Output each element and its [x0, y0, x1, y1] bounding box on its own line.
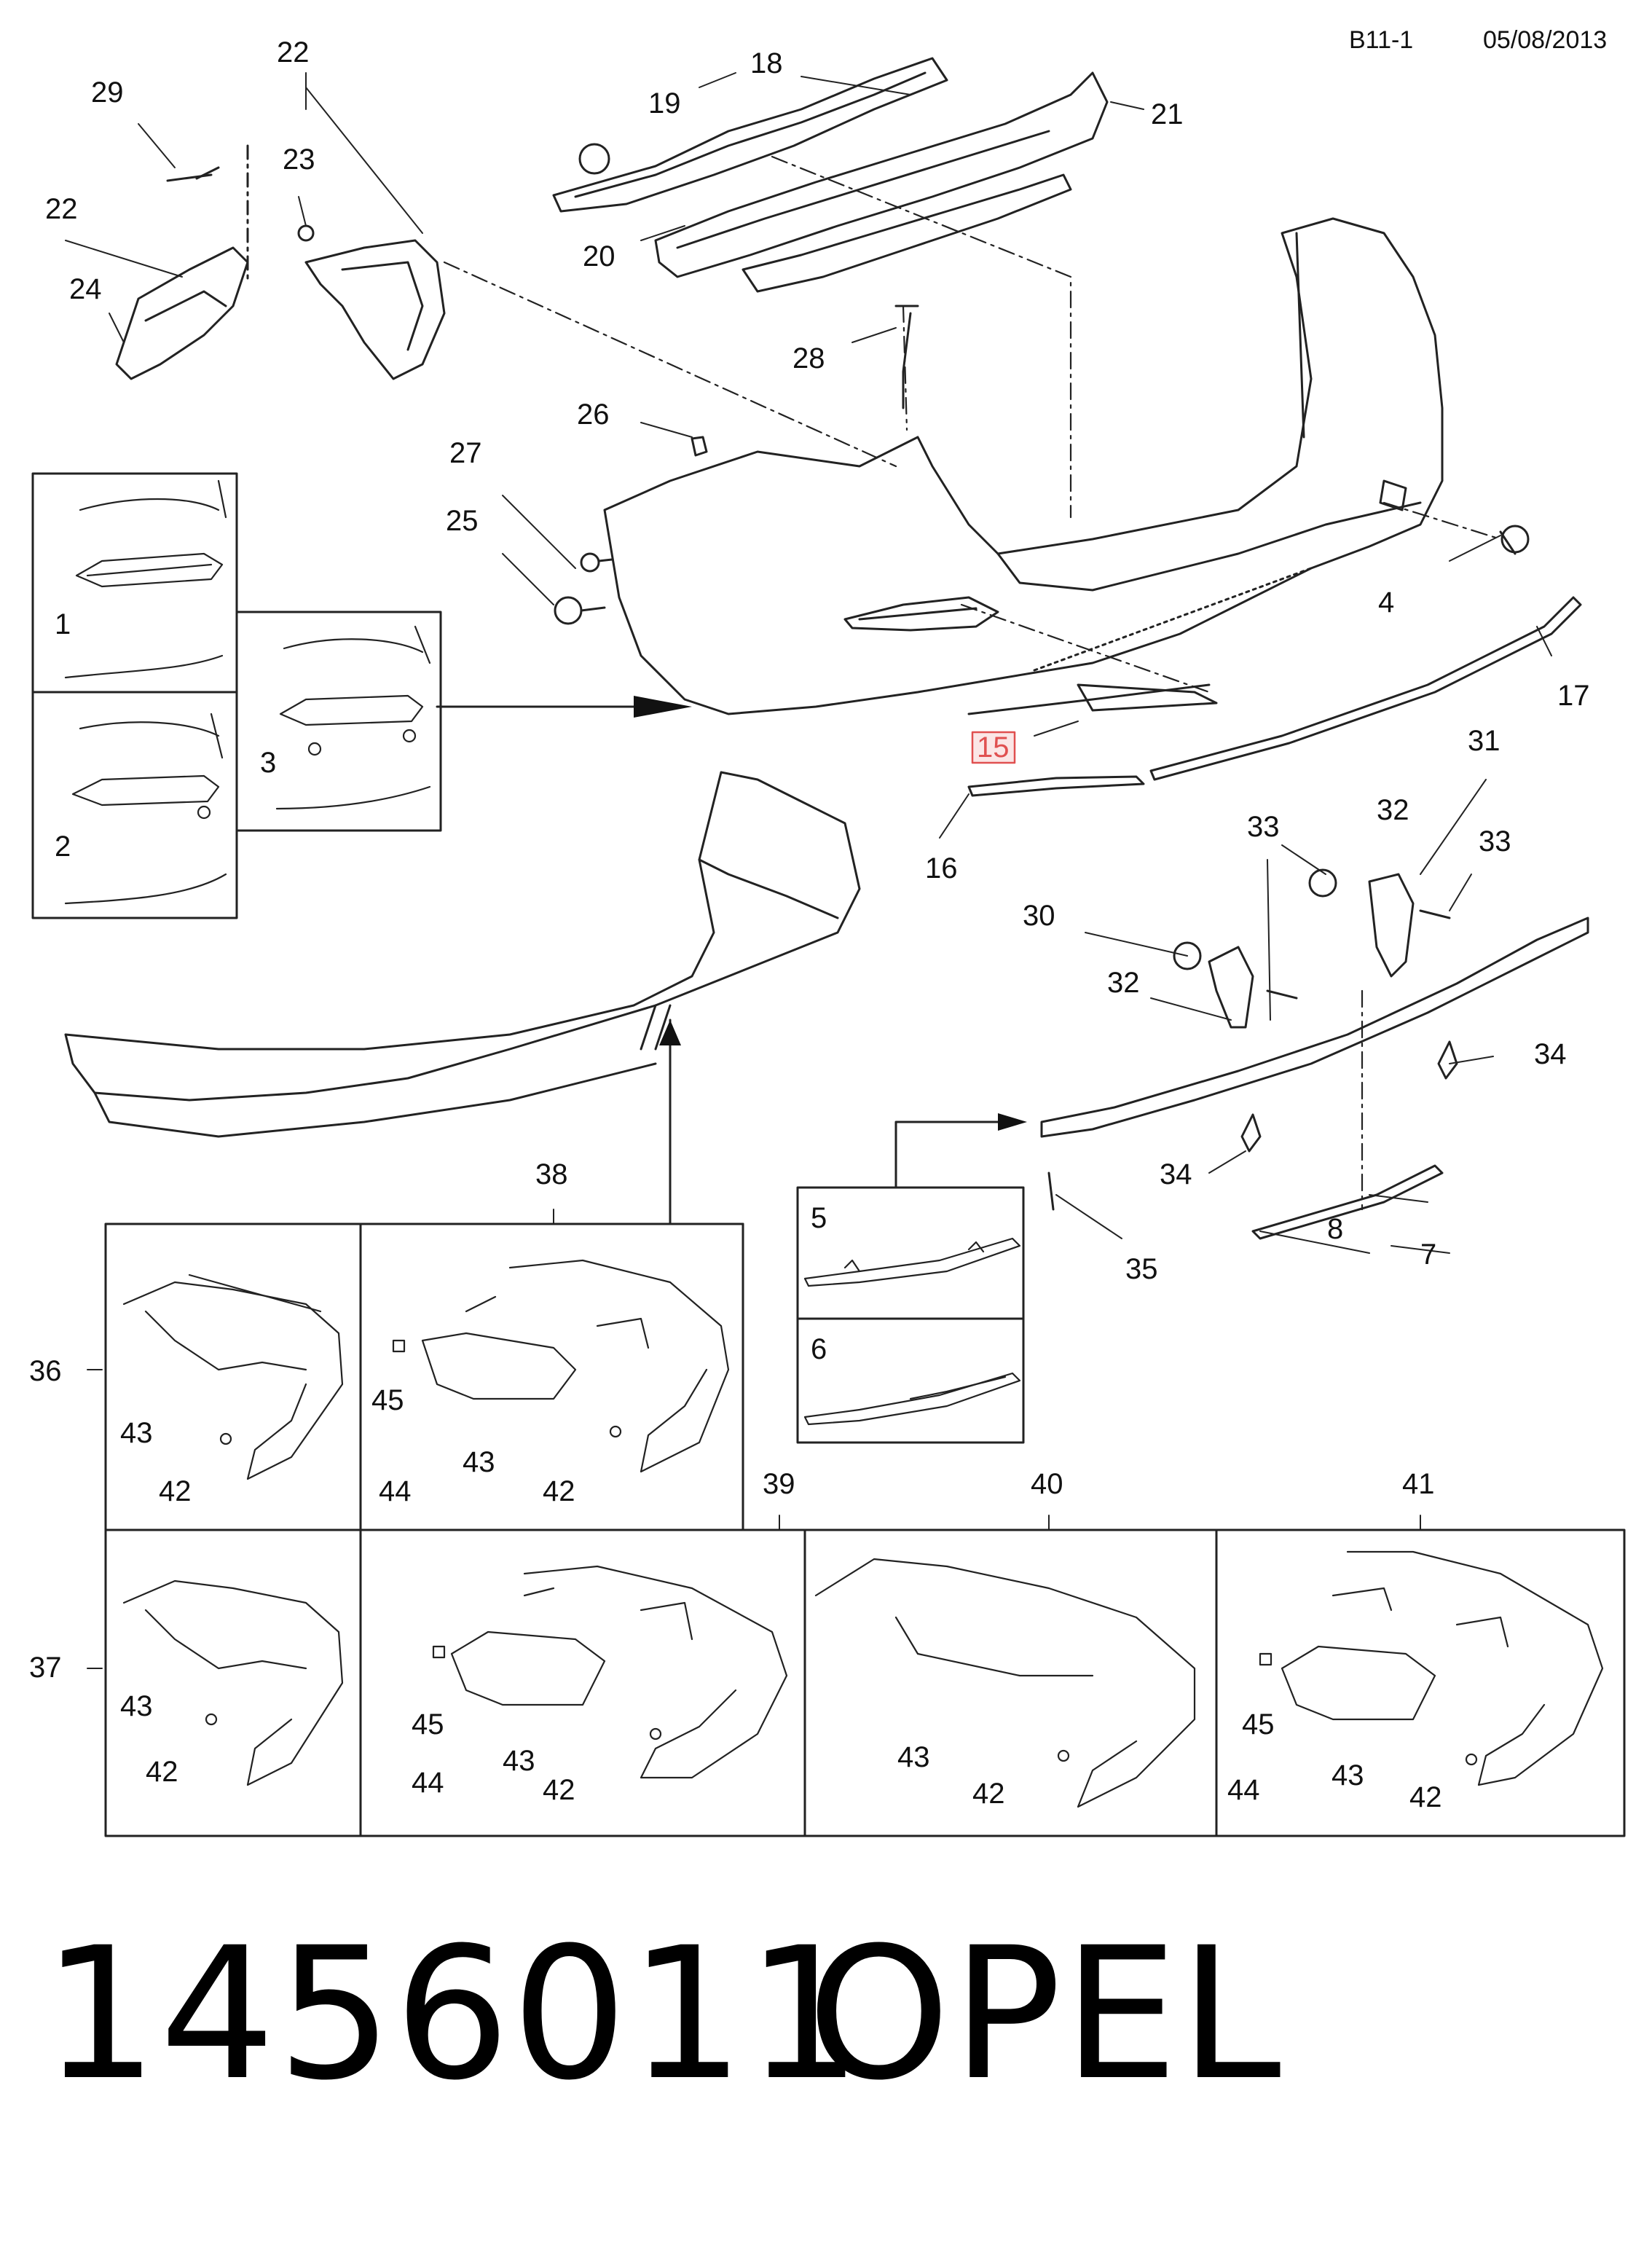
lower-bumper-valance: [64, 771, 861, 1138]
callout-8: 8: [1327, 1213, 1343, 1245]
panel-40-callout-42: 42: [972, 1778, 1005, 1810]
callout-22: 22: [277, 36, 310, 68]
callout-25: 25: [446, 505, 479, 537]
inset-label-6: 6: [811, 1333, 827, 1365]
variant-panel-frames: [104, 1222, 1626, 1837]
callout-18: 18: [750, 47, 783, 79]
panel-38-callout-43: 43: [463, 1446, 495, 1478]
inset-drawings-right: [803, 1237, 1021, 1426]
inset-drawings-left: [64, 479, 431, 905]
bumper-reinforcement-assembly: [552, 57, 1109, 293]
callout-27: 27: [449, 437, 482, 469]
panel-38-callout-44: 44: [379, 1475, 412, 1507]
callout-34: 34: [1160, 1158, 1192, 1190]
callout-29: 29: [91, 76, 124, 109]
callout-41: 41: [1402, 1468, 1435, 1500]
diagram-date: 05/08/2013: [1483, 26, 1608, 54]
panel-39-callout-43: 43: [503, 1745, 535, 1777]
arrow-head-right-2: [998, 1113, 1027, 1131]
callout-37: 37: [29, 1652, 62, 1684]
variant-panel-drawings: [122, 1259, 1604, 1808]
fasteners: [554, 305, 919, 625]
callout-28: 28: [792, 342, 825, 374]
panel-40-callout-43: 43: [897, 1741, 930, 1773]
inset-label-3: 3: [260, 747, 276, 779]
callout-39: 39: [763, 1468, 795, 1500]
callout-32: 32: [1107, 967, 1140, 999]
callout-35: 35: [1125, 1253, 1158, 1285]
part-number: 1456011: [42, 1908, 864, 2120]
inset-label-5: 5: [811, 1202, 827, 1234]
leader-lines: [65, 72, 1552, 1669]
inset-frames-left: [31, 472, 442, 919]
panel-38-callout-42: 42: [543, 1475, 575, 1507]
callout-17: 17: [1557, 680, 1590, 712]
inset-label-1: 1: [55, 608, 71, 640]
callout-34: 34: [1534, 1038, 1567, 1070]
callout-7: 7: [1420, 1239, 1436, 1271]
callout-33: 33: [1247, 811, 1280, 843]
callout-33: 33: [1479, 825, 1511, 857]
callout-19: 19: [648, 87, 681, 119]
side-bracket-assembly: [115, 144, 446, 380]
callout-32: 32: [1377, 794, 1409, 826]
inset-frames-right: [796, 1186, 1025, 1444]
callout-26: 26: [577, 399, 610, 431]
callout-30: 30: [1023, 900, 1055, 932]
callout-15: 15: [977, 731, 1010, 764]
lower-reinforcement: [1040, 868, 1589, 1240]
callout-16: 16: [925, 852, 958, 884]
panel-39-callout-44: 44: [412, 1767, 444, 1799]
arrow-head-right: [634, 696, 692, 718]
pointer-arrows: [377, 705, 1021, 1225]
panel-41-callout-43: 43: [1332, 1759, 1364, 1791]
panel-41-callout-45: 45: [1242, 1708, 1275, 1740]
callout-20: 20: [583, 240, 615, 272]
diagram-code: B11-1: [1349, 26, 1414, 54]
panel-41-callout-42: 42: [1409, 1781, 1442, 1813]
inset-label-2: 2: [55, 831, 71, 863]
callout-4: 4: [1378, 586, 1394, 619]
panel-39-callout-42: 42: [543, 1774, 575, 1806]
rear-bumper-fascia: [603, 217, 1444, 715]
callout-40: 40: [1031, 1468, 1063, 1500]
callout-24: 24: [69, 273, 102, 305]
panel-41-callout-44: 44: [1227, 1774, 1260, 1806]
panel-37-callout-42: 42: [146, 1756, 178, 1788]
panel-38-callout-45: 45: [371, 1384, 404, 1416]
callout-31: 31: [1468, 725, 1500, 757]
callout-23: 23: [283, 144, 315, 176]
panel-39-callout-45: 45: [412, 1708, 444, 1740]
callout-36: 36: [29, 1355, 62, 1387]
highlight-box-15: [971, 731, 1016, 764]
panel-36-callout-42: 42: [159, 1475, 192, 1507]
arrow-head-up: [659, 1020, 681, 1045]
callout-38: 38: [535, 1158, 568, 1190]
panel-37-callout-43: 43: [120, 1690, 153, 1722]
callout-21: 21: [1151, 98, 1184, 130]
trim-moldings: [967, 525, 1582, 797]
brand-name: OPEL: [807, 1908, 1283, 2120]
callout-22: 22: [45, 193, 78, 225]
panel-36-callout-43: 43: [120, 1417, 153, 1449]
